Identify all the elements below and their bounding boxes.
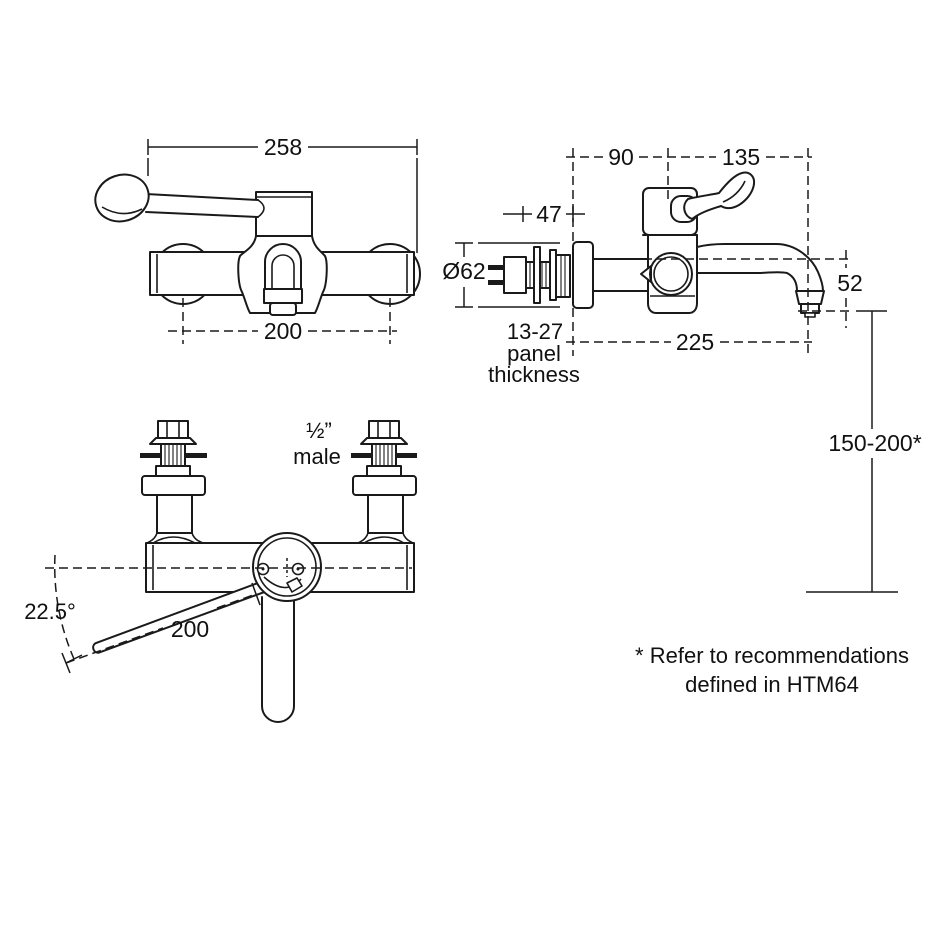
dim-label-lever-length: 200 — [171, 616, 209, 642]
top-lever — [92, 579, 271, 654]
dim-label-flange-diameter: Ø62 — [442, 258, 485, 284]
panel-note-line2: panel — [507, 341, 561, 366]
inlet-pipe — [367, 494, 404, 534]
backplate-washer — [140, 453, 161, 458]
side-lever-handle — [683, 171, 756, 220]
hex-nut — [157, 420, 189, 439]
front-dimensions — [147, 139, 418, 344]
front-spout — [264, 243, 302, 292]
side-body — [647, 234, 698, 314]
side-supply-stub — [488, 265, 504, 270]
dim-label-body-offset: 90 — [608, 144, 634, 170]
thread-gender-label: male — [293, 444, 341, 469]
front-aerator — [263, 288, 303, 304]
side-union-block — [503, 256, 527, 294]
top-right-inlet — [351, 420, 417, 544]
side-supply-stub — [488, 280, 504, 285]
temp-indicator-tab — [286, 577, 303, 593]
dim-label-mounting-height: 150-200* — [828, 430, 921, 456]
threaded-tail — [160, 443, 186, 469]
side-dimensions — [455, 148, 898, 593]
top-dimensions — [45, 554, 412, 674]
footnote-line2: defined in HTM64 — [685, 672, 859, 697]
escutcheon — [352, 475, 417, 496]
front-lever-stem — [146, 194, 258, 217]
backplate-washer — [185, 453, 207, 458]
top-spout — [261, 596, 295, 723]
dim-label-spout-drop: 52 — [837, 270, 863, 296]
dim-label-swing-angle: 22.5° — [24, 599, 76, 624]
escutcheon — [141, 475, 206, 496]
panel-note-line1: 13-27 — [507, 319, 563, 344]
side-view — [488, 171, 825, 318]
threaded-tail — [371, 443, 397, 469]
dim-label-lever-reach: 135 — [722, 144, 760, 170]
top-left-inlet — [140, 420, 207, 544]
inlet-pipe — [156, 494, 193, 534]
front-view — [94, 173, 421, 316]
side-washer — [533, 246, 541, 304]
backplate-washer — [396, 453, 417, 458]
side-aerator — [795, 290, 825, 305]
panel-note-line3: thickness — [488, 362, 580, 387]
side-spout — [696, 243, 824, 292]
dim-label-spout-reach: 225 — [676, 329, 714, 355]
collar — [366, 465, 402, 477]
collar — [155, 465, 191, 477]
front-cartridge — [255, 191, 313, 237]
side-escutcheon — [572, 241, 594, 309]
top-view — [92, 420, 417, 723]
backplate-washer — [351, 453, 372, 458]
dim-label-front-width: 258 — [264, 134, 302, 160]
panel-thickness-note: 13-27 panel thickness — [488, 319, 580, 387]
footnote-line1: * Refer to recommendations — [635, 643, 909, 668]
side-connector — [592, 258, 649, 292]
hex-nut — [368, 420, 400, 439]
side-boss — [649, 252, 693, 296]
thread-size-label: ½” — [306, 418, 332, 443]
footnote: * Refer to recommendations defined in HT… — [635, 643, 909, 697]
dim-label-front-centres: 200 — [264, 318, 302, 344]
front-lever-paddle — [94, 173, 150, 223]
side-locknut — [555, 254, 571, 298]
dim-label-tail-length: 47 — [536, 201, 562, 227]
